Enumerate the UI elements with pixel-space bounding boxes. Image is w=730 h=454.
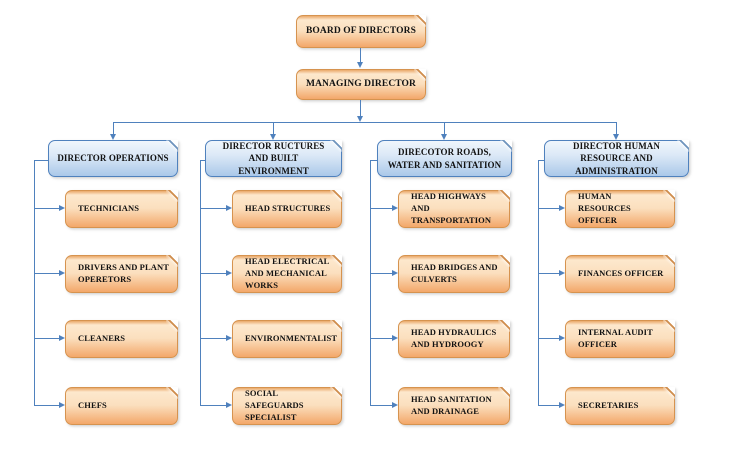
connector-line	[538, 160, 544, 161]
arrow-right-icon	[559, 402, 565, 408]
arrow-right-icon	[226, 335, 232, 341]
node-label: TECHNICIANS	[78, 203, 140, 214]
arrow-right-icon	[559, 335, 565, 341]
arrow-down-icon	[110, 134, 116, 140]
connector-line	[370, 405, 392, 406]
connector-line	[360, 100, 361, 116]
node-label: HEAD SANITATION AND DRAINAGE	[411, 394, 492, 416]
org-node-technicians[interactable]: TECHNICIANS	[65, 190, 178, 228]
arrow-right-icon	[392, 270, 398, 276]
arrow-down-icon	[357, 116, 363, 122]
node-label: CLEANERS	[78, 333, 126, 344]
connector-line	[538, 338, 559, 339]
connector-line	[538, 208, 559, 209]
node-label: INTERNAL AUDIT OFFICER	[578, 327, 653, 349]
connector-line	[200, 273, 226, 274]
node-label: HEAD HYDRAULICS AND HYDROOGY	[411, 327, 497, 349]
connector-line	[34, 338, 59, 339]
arrow-right-icon	[59, 205, 65, 211]
node-label: DIRECTOR HUMAN RESOURCE AND ADMINISTRATI…	[573, 140, 660, 176]
connector-line	[113, 122, 617, 123]
org-node-head-sanitation-and-drainage[interactable]: HEAD SANITATION AND DRAINAGE	[398, 387, 510, 425]
node-label: DIRECTOR OPERATIONS	[57, 153, 169, 164]
org-node-head-highways-and-transportation[interactable]: HEAD HIGHWAYS AND TRANSPORTATION	[398, 190, 510, 228]
arrow-right-icon	[59, 335, 65, 341]
connector-line	[34, 405, 59, 406]
org-node-social-safeguards-specialist[interactable]: SOCIAL SAFEGUARDS SPECIALIST	[232, 387, 342, 425]
arrow-right-icon	[392, 402, 398, 408]
org-node-head-bridges-and-culverts[interactable]: HEAD BRIDGES AND CULVERTS	[398, 255, 510, 293]
node-label: CHEFS	[78, 400, 107, 411]
node-label: MANAGING DIRECTOR	[306, 78, 416, 89]
org-node-director-human-resource-and-administration[interactable]: DIRECTOR HUMAN RESOURCE AND ADMINISTRATI…	[544, 140, 689, 177]
org-node-secretaries[interactable]: SECRETARIES	[565, 387, 675, 425]
connector-line	[113, 123, 114, 134]
connector-line	[200, 160, 205, 161]
connector-line	[200, 208, 226, 209]
node-label: ENVIRONMENTALIST	[245, 333, 338, 344]
arrow-down-icon	[613, 134, 619, 140]
node-label: DIRECOTOR ROADS, WATER AND SANITATION	[387, 146, 502, 170]
connector-line	[370, 208, 392, 209]
connector-line	[370, 273, 392, 274]
connector-line	[200, 405, 226, 406]
arrow-right-icon	[226, 205, 232, 211]
org-node-head-hydraulics-and-hydroogy[interactable]: HEAD HYDRAULICS AND HYDROOGY	[398, 320, 510, 358]
arrow-right-icon	[226, 402, 232, 408]
org-node-managing-director[interactable]: MANAGING DIRECTOR	[296, 69, 426, 100]
connector-line	[616, 123, 617, 134]
node-label: HEAD STRUCTURES	[245, 203, 331, 214]
node-label: SECRETARIES	[578, 400, 639, 411]
arrow-down-icon	[357, 62, 363, 68]
node-label: SOCIAL SAFEGUARDS SPECIALIST	[245, 388, 304, 422]
org-node-head-structures[interactable]: HEAD STRUCTURES	[232, 190, 342, 228]
org-node-director-operations[interactable]: DIRECTOR OPERATIONS	[48, 140, 178, 177]
connector-line	[200, 338, 226, 339]
node-label: BOARD OF DIRECTORS	[305, 25, 416, 36]
org-node-internal-audit-officer[interactable]: INTERNAL AUDIT OFFICER	[565, 320, 675, 358]
connector-line	[370, 160, 371, 406]
org-node-director-ructures-and-built-environment[interactable]: DIRECTOR RUCTURES AND BUILT ENVIRONMENT	[205, 140, 342, 177]
connector-line	[444, 123, 445, 134]
org-node-board-of-directors[interactable]: BOARD OF DIRECTORS	[296, 15, 426, 48]
arrow-right-icon	[392, 205, 398, 211]
node-label: HEAD HIGHWAYS AND TRANSPORTATION	[411, 191, 492, 225]
connector-line	[538, 273, 559, 274]
org-node-finances-officer[interactable]: FINANCES OFFICER	[565, 255, 675, 293]
node-label: DRIVERS AND PLANT OPERETORS	[78, 262, 169, 284]
connector-line	[538, 160, 539, 406]
connector-line	[273, 123, 274, 134]
connector-line	[34, 160, 48, 161]
arrow-down-icon	[270, 134, 276, 140]
connector-line	[370, 160, 377, 161]
org-node-human-resources-officer[interactable]: HUMAN RESOURCES OFFICER	[565, 190, 675, 228]
arrow-right-icon	[392, 335, 398, 341]
org-node-direcotor-roads-water-and-sanitation[interactable]: DIRECOTOR ROADS, WATER AND SANITATION	[377, 140, 512, 177]
connector-line	[34, 160, 35, 406]
connector-line	[200, 160, 201, 406]
connector-line	[538, 405, 559, 406]
arrow-right-icon	[59, 270, 65, 276]
node-label: FINANCES OFFICER	[578, 268, 664, 279]
connector-line	[34, 208, 59, 209]
arrow-right-icon	[559, 205, 565, 211]
connector-line	[370, 338, 392, 339]
org-node-head-electrical-and-mechanical-works[interactable]: HEAD ELECTRICAL AND MECHANICAL WORKS	[232, 255, 342, 293]
node-label: DIRECTOR RUCTURES AND BUILT ENVIRONMENT	[222, 140, 325, 176]
node-label: HUMAN RESOURCES OFFICER	[578, 191, 631, 225]
org-node-drivers-and-plant-operetors[interactable]: DRIVERS AND PLANT OPERETORS	[65, 255, 178, 293]
connector-line	[360, 48, 361, 62]
arrow-down-icon	[441, 134, 447, 140]
node-label: HEAD ELECTRICAL AND MECHANICAL WORKS	[245, 256, 329, 290]
arrow-right-icon	[226, 270, 232, 276]
arrow-right-icon	[59, 402, 65, 408]
org-node-environmentalist[interactable]: ENVIRONMENTALIST	[232, 320, 342, 358]
connector-line	[34, 273, 59, 274]
node-label: HEAD BRIDGES AND CULVERTS	[411, 262, 498, 284]
arrow-right-icon	[559, 270, 565, 276]
org-node-chefs[interactable]: CHEFS	[65, 387, 178, 425]
org-node-cleaners[interactable]: CLEANERS	[65, 320, 178, 358]
